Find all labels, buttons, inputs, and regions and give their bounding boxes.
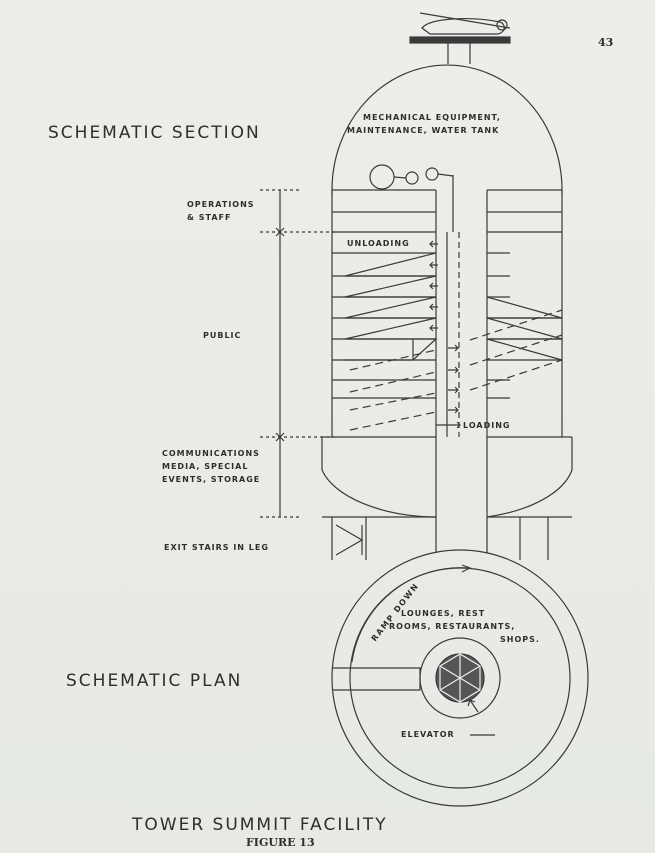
label-elevator: ELEVATOR	[401, 730, 455, 739]
label-unloading: UNLOADING	[347, 239, 410, 248]
floor-lines-right	[487, 189, 562, 438]
schematic-plan-title: SCHEMATIC PLAN	[66, 671, 243, 691]
label-mechanical-1: MECHANICAL EQUIPMENT,	[363, 113, 501, 122]
label-lounges-3: SHOPS.	[500, 635, 540, 644]
label-lounges-2: ROOMS, RESTAURANTS,	[389, 622, 516, 631]
helipad	[409, 12, 511, 64]
label-operations-1: OPERATIONS	[187, 200, 255, 209]
main-title: TOWER SUMMIT FACILITY	[132, 815, 388, 835]
label-communications-1: COMMUNICATIONS	[162, 449, 260, 458]
lower-bowl	[321, 436, 573, 553]
unloading-arrows	[429, 240, 461, 429]
tower-walls	[331, 175, 563, 437]
label-public: PUBLIC	[203, 331, 242, 340]
tower-legs	[331, 517, 549, 560]
label-communications-2: MEDIA, SPECIAL	[162, 462, 249, 471]
label-lounges-1: LOUNGES, REST	[401, 609, 486, 618]
label-operations-2: & STAFF	[187, 213, 232, 222]
label-loading: LOADING	[463, 421, 511, 430]
dimension-line	[260, 189, 335, 518]
schematic-section-title: SCHEMATIC SECTION	[48, 123, 261, 143]
floor-lines-left	[332, 211, 436, 438]
label-exit-stairs: EXIT STAIRS IN LEG	[164, 543, 269, 552]
dome-outline	[331, 64, 563, 195]
label-communications-3: EVENTS, STORAGE	[162, 475, 261, 484]
ramp-zigzag-right	[469, 296, 563, 391]
plan-drawing	[331, 549, 589, 807]
page-number: 43	[598, 36, 614, 49]
figure-label: FIGURE 13	[246, 836, 315, 849]
label-mechanical-2: MAINTENANCE, WATER TANK	[347, 126, 500, 135]
label-ramp-down: RAMP DOWN	[370, 581, 421, 643]
ramp-zigzag-left	[344, 252, 438, 431]
mechanical-equipment	[332, 164, 454, 191]
